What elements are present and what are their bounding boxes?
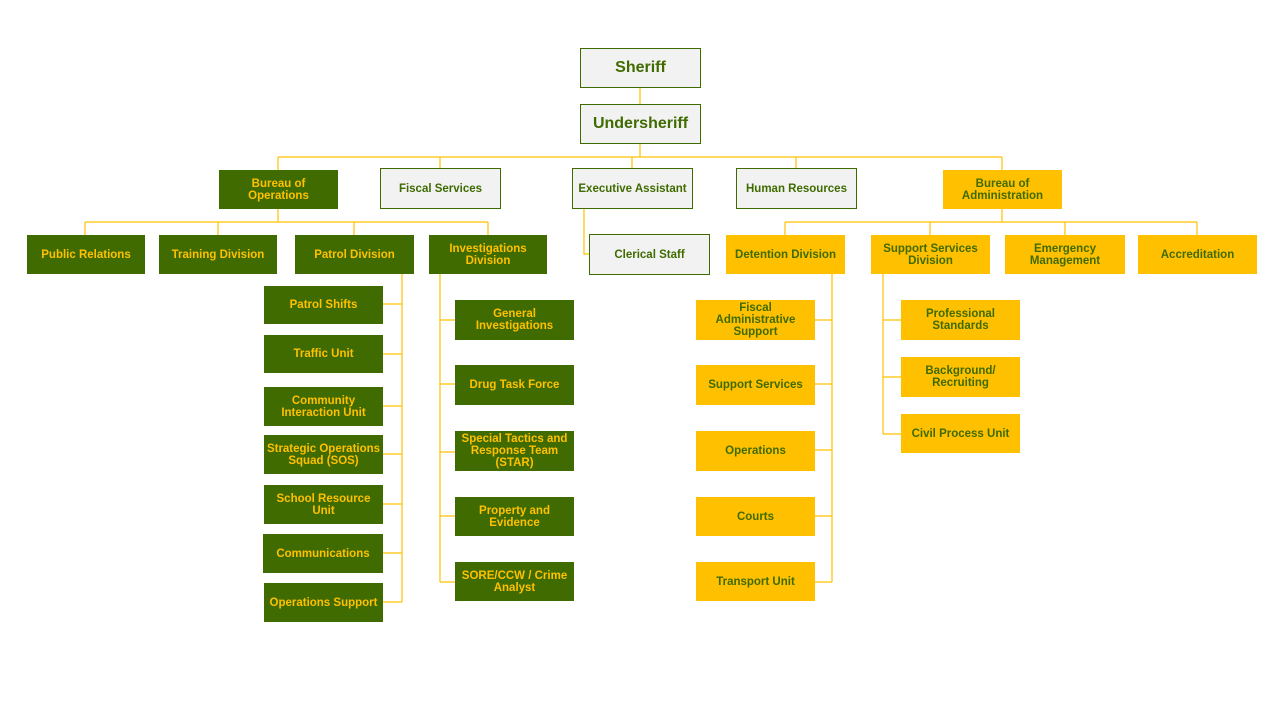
emergency-management-box: Emergency Management: [1005, 235, 1125, 274]
patrol-shifts-box: Patrol Shifts: [264, 286, 383, 324]
executive-assistant-box: Executive Assistant: [572, 168, 693, 209]
transport-unit-box: Transport Unit: [696, 562, 815, 601]
investigations-division-box: Investigations Division: [429, 235, 547, 274]
fiscal-admin-support-box: Fiscal Administrative Support: [696, 300, 815, 340]
courts-box: Courts: [696, 497, 815, 536]
operations-support-box: Operations Support: [264, 583, 383, 622]
connector-patrol-units: [383, 274, 403, 603]
bureau-operations-box: Bureau of Operations: [219, 170, 338, 209]
connector-operations-divisions: [84, 208, 489, 235]
public-relations-box: Public Relations: [27, 235, 145, 274]
connector-investigations-units: [439, 274, 455, 583]
patrol-division-box: Patrol Division: [295, 235, 414, 274]
communications-box: Communications: [263, 534, 383, 573]
connector-executive-clerical: [583, 209, 590, 255]
property-evidence-box: Property and Evidence: [455, 497, 574, 536]
training-division-box: Training Division: [159, 235, 277, 274]
connector-administration-divisions: [784, 208, 1198, 235]
operations-box: Operations: [696, 431, 815, 471]
community-interaction-unit-box: Community Interaction Unit: [264, 387, 383, 426]
connector-undersheriff-bureaus: [277, 144, 1003, 170]
traffic-unit-box: Traffic Unit: [264, 335, 383, 373]
school-resource-unit-box: School Resource Unit: [264, 485, 383, 524]
bureau-administration-box: Bureau of Administration: [943, 170, 1062, 209]
undersheriff-box: Undersheriff: [580, 104, 701, 144]
connector-support-units: [882, 274, 901, 435]
civil-process-unit-box: Civil Process Unit: [901, 414, 1020, 453]
background-recruiting-box: Background/ Recruiting: [901, 357, 1020, 397]
support-services-division-box: Support Services Division: [871, 235, 990, 274]
detention-division-box: Detention Division: [726, 235, 845, 274]
sore-ccw-box: SORE/CCW / Crime Analyst: [455, 562, 574, 601]
strategic-operations-squad-box: Strategic Operations Squad (SOS): [264, 435, 383, 474]
human-resources-box: Human Resources: [736, 168, 857, 209]
sheriff-box: Sheriff: [580, 48, 701, 88]
drug-task-force-box: Drug Task Force: [455, 365, 574, 405]
clerical-staff-box: Clerical Staff: [589, 234, 710, 275]
accreditation-box: Accreditation: [1138, 235, 1257, 274]
special-tactics-box: Special Tactics and Response Team (STAR): [455, 431, 574, 471]
support-services-box: Support Services: [696, 365, 815, 405]
connector-detention-units: [815, 274, 833, 583]
fiscal-services-box: Fiscal Services: [380, 168, 501, 209]
professional-standards-box: Professional Standards: [901, 300, 1020, 340]
general-investigations-box: General Investigations: [455, 300, 574, 340]
